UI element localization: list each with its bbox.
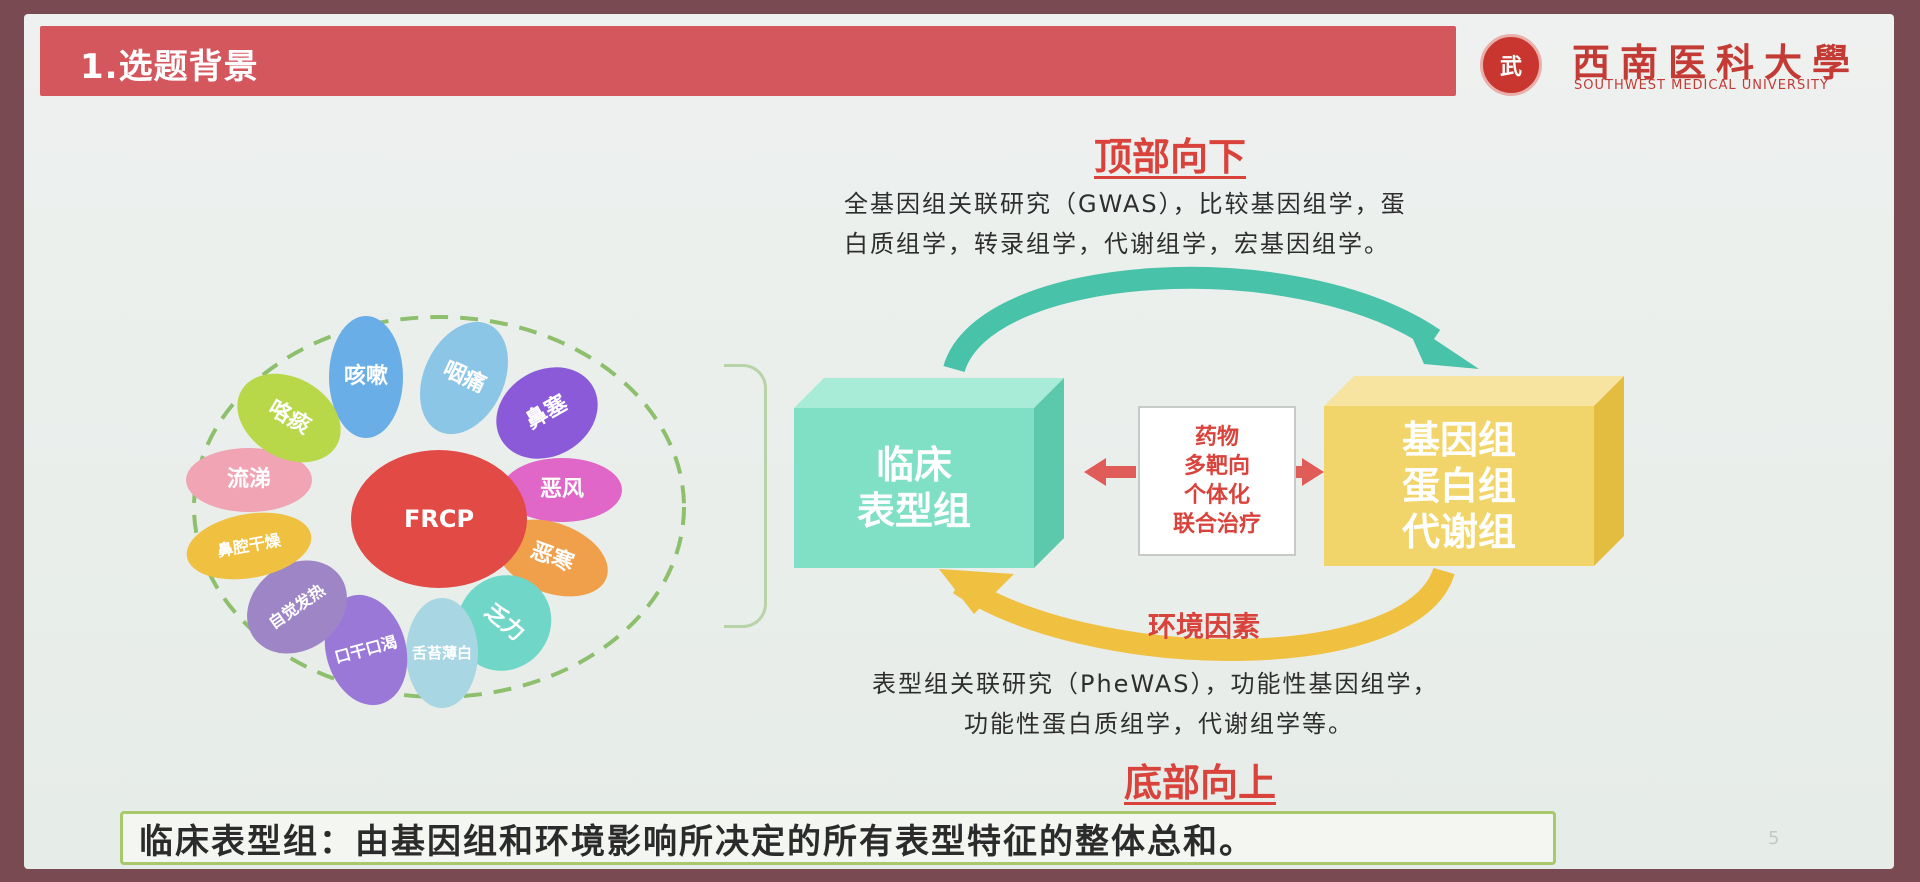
omics-line-1: 基因组 [1401,418,1516,462]
middle-line-4: 联合治疗 [1172,512,1261,537]
top-curve-arrow [943,266,1441,373]
bottom-arrow-head-icon [939,569,1014,614]
top-arrow-head-icon [1404,319,1479,369]
top-down-heading: 顶部向下 [1094,135,1247,179]
university-name-en: SOUTHWEST MEDICAL UNIVERSITY [1574,78,1829,93]
middle-line-3: 个体化 [1183,483,1250,508]
bottom-up-heading: 底部向上 [1124,761,1277,805]
omics-box-label: 基因组 蛋白组 代谢组 [1324,406,1594,566]
bottom-up-line-2: 功能性蛋白质组学，代谢组学等。 [964,710,1354,738]
slide-title: 1.选题背景 [80,47,259,87]
page-number: 5 [1768,828,1780,849]
slide: 1.选题背景 武 西南医科大學 SOUTHWEST MEDICAL UNIVER… [24,14,1894,869]
middle-line-1: 药物 [1194,425,1239,450]
petal-1: 咳嗽 [329,316,403,438]
clinical-box-shape [794,378,1064,568]
middle-line-2: 多靶向 [1183,454,1250,479]
flower-bracket [724,364,767,628]
environment-factors-label: 环境因素 [1148,610,1261,643]
university-seal-icon: 武 [1480,34,1542,96]
definition-box: 临床表型组：由基因组和环境影响所决定的所有表型特征的整体总和。 [120,811,1556,865]
university-name-cn: 西南医科大學 [1572,40,1861,85]
right-red-arrow-icon [1272,458,1324,486]
drug-therapy-box: 药物 多靶向 个体化 联合治疗 [1138,406,1296,556]
petal-7: 舌苔薄白 [406,598,478,708]
omics-line-3: 代谢组 [1401,510,1516,554]
omics-box-shape [1324,376,1624,566]
bottom-up-line-1: 表型组关联研究（PheWAS），功能性基因组学， [872,670,1439,698]
omics-line-2: 蛋白组 [1401,464,1516,508]
flower-center-frcp: FRCP [351,450,527,588]
university-logo: 武 西南医科大學 SOUTHWEST MEDICAL UNIVERSITY [1456,32,1876,96]
top-down-line-2: 白质组学，转录组学，代谢组学，宏基因组学。 [844,230,1390,258]
clinical-box-label: 临床 表型组 [856,443,971,533]
top-down-line-1: 全基因组关联研究（GWAS），比较基因组学，蛋 [844,190,1407,218]
title-banner: 1.选题背景 [40,26,1456,96]
left-red-arrow-icon [1084,458,1136,486]
bottom-curve-arrow [952,567,1455,661]
